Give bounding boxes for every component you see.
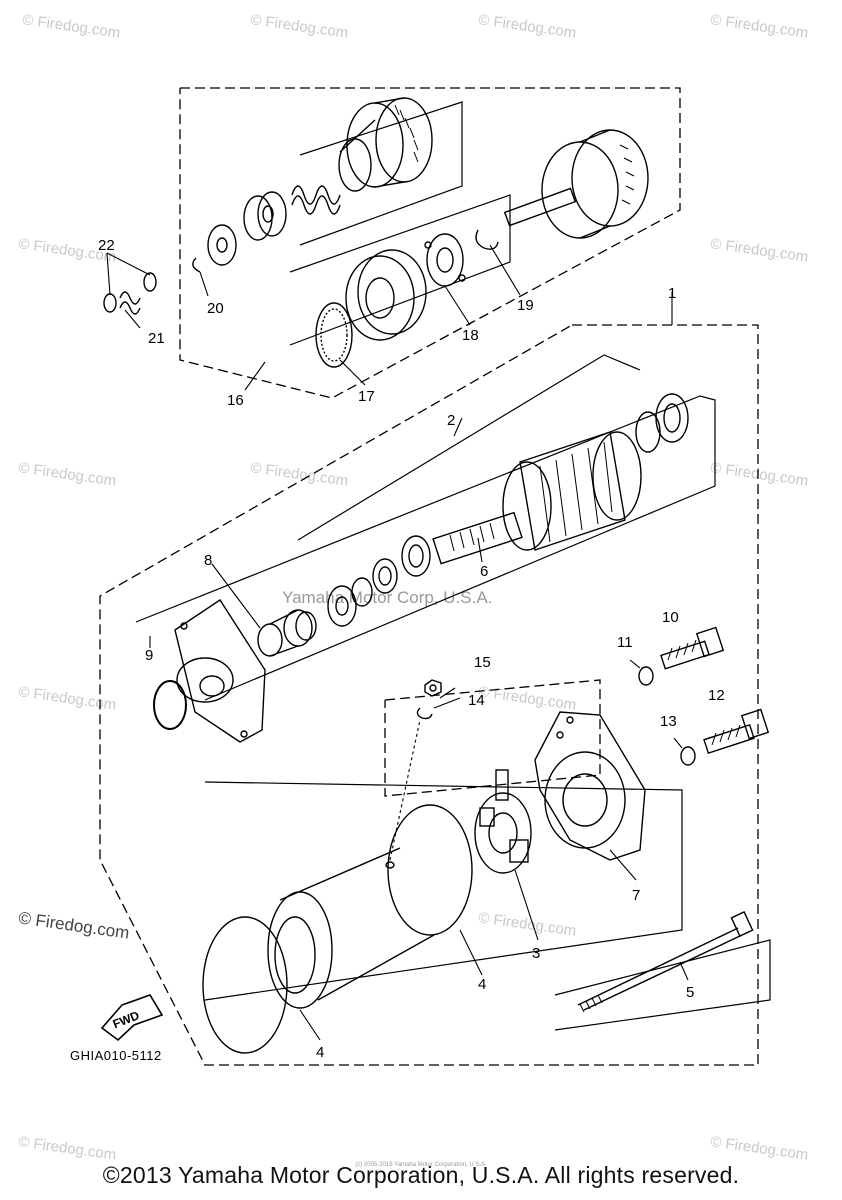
callout-8: 8 bbox=[204, 552, 212, 569]
figure-code: GHIA010-5112 bbox=[70, 1048, 162, 1063]
callout-1: 1 bbox=[668, 285, 676, 302]
callout-2: 2 bbox=[447, 412, 455, 429]
group-outlines bbox=[99, 87, 759, 1066]
part-yoke bbox=[202, 804, 473, 1054]
callout-7: 7 bbox=[632, 887, 640, 904]
callout-15: 15 bbox=[474, 654, 491, 671]
part-collar bbox=[243, 191, 287, 241]
callout-3: 3 bbox=[532, 945, 540, 962]
part-14-washer bbox=[416, 707, 433, 720]
part-armature bbox=[432, 431, 642, 565]
callout-10: 10 bbox=[662, 609, 679, 626]
part-washers-right bbox=[635, 393, 689, 453]
callout-21: 21 bbox=[148, 330, 165, 347]
footer-copyright: ©2013 Yamaha Motor Corporation, U.S.A. A… bbox=[102, 1162, 740, 1188]
part-20-clip bbox=[192, 257, 201, 273]
part-15-nut bbox=[424, 679, 442, 697]
assembly-lines bbox=[135, 101, 771, 1031]
center-watermark: Yamaha Motor Corp, U.S.A. bbox=[282, 588, 493, 607]
callout-16: 16 bbox=[227, 392, 244, 409]
group-16-outline bbox=[179, 87, 681, 399]
part-9-o-ring bbox=[153, 680, 187, 730]
part-12-bolt bbox=[703, 708, 770, 754]
part-10-bolt bbox=[660, 626, 725, 670]
part-gear-assembly bbox=[338, 97, 433, 192]
callout-4-yoke: 4 bbox=[478, 976, 486, 993]
part-21-22-spring-set bbox=[103, 272, 157, 315]
group-1-outline bbox=[99, 324, 759, 1066]
part-5-through-bolt bbox=[577, 911, 754, 1013]
callout-20: 20 bbox=[207, 300, 224, 317]
group-14-outline bbox=[384, 679, 601, 797]
callout-11: 11 bbox=[617, 634, 633, 651]
callout-17: 17 bbox=[358, 388, 375, 405]
callout-6: 6 bbox=[480, 563, 488, 580]
footer-small-copyright: (c) 2005-2016 Yamaha Motor Corporation, … bbox=[355, 1162, 487, 1168]
part-11-washer bbox=[638, 666, 654, 686]
fwd-arrow-icon bbox=[100, 994, 164, 1042]
callout-9: 9 bbox=[145, 647, 153, 664]
callout-13: 13 bbox=[660, 713, 677, 730]
part-rear-cover bbox=[534, 711, 646, 861]
part-washers-left bbox=[327, 535, 431, 627]
part-13-washer bbox=[680, 746, 696, 766]
part-front-cover bbox=[174, 599, 266, 743]
part-brush-holder bbox=[474, 769, 532, 874]
callout-18: 18 bbox=[462, 327, 479, 344]
bolt-box bbox=[554, 939, 771, 1031]
callout-5: 5 bbox=[686, 984, 694, 1001]
part-bearing-cup bbox=[345, 249, 427, 341]
leader-lines bbox=[106, 244, 689, 1041]
callout-12: 12 bbox=[708, 687, 725, 704]
part-clutch-drum bbox=[503, 129, 649, 239]
clutch-box bbox=[289, 194, 511, 346]
part-spring-upper bbox=[291, 185, 341, 215]
gear-set-box bbox=[299, 101, 463, 246]
callout-22: 22 bbox=[98, 237, 115, 254]
callout-14: 14 bbox=[468, 692, 485, 709]
yoke-box bbox=[204, 781, 683, 1001]
part-17-roller-ring bbox=[315, 302, 353, 368]
part-bearing-8 bbox=[257, 609, 317, 657]
part-washer-upper bbox=[207, 224, 237, 266]
callouts: 22 21 20 16 17 18 19 1 2 6 8 9 10 11 12 … bbox=[98, 237, 725, 1061]
part-19-ring bbox=[475, 229, 499, 250]
callout-19: 19 bbox=[517, 297, 534, 314]
callout-4-ring: 4 bbox=[316, 1044, 324, 1061]
part-18-retainer bbox=[424, 233, 466, 287]
